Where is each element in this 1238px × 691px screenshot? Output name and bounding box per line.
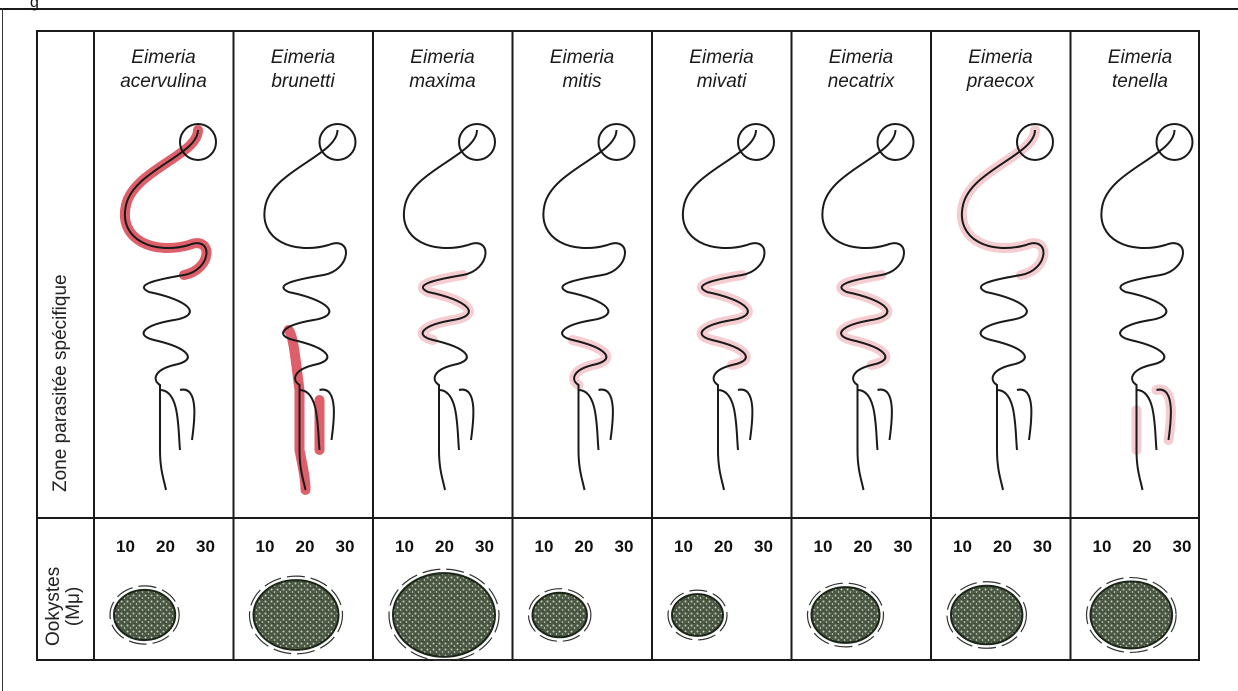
intestine-diagram — [822, 124, 913, 490]
size-scale-tick: 10 — [256, 537, 275, 557]
gizzard-outline — [459, 124, 495, 160]
infection-zone-highlight — [423, 275, 469, 340]
species-genus: Eimeria — [792, 46, 931, 70]
table-frame — [37, 31, 1199, 660]
intestine-diagram — [962, 124, 1053, 490]
heading-fragment: g — [30, 0, 39, 12]
intestine-diagram — [404, 124, 495, 490]
species-genus: Eimeria — [234, 46, 373, 70]
ceca-outline — [718, 390, 752, 450]
oocyst — [672, 594, 723, 636]
size-scale-tick: 20 — [1133, 537, 1152, 557]
oocyst — [812, 587, 880, 643]
species-genus: Eimeria — [1071, 46, 1210, 70]
intestine-diagram — [543, 124, 634, 490]
species-name: necatrix — [792, 70, 931, 94]
size-scale-tick: 10 — [535, 537, 554, 557]
species-name: brunetti — [234, 70, 373, 94]
oocyst — [114, 590, 175, 640]
size-scale-tick: 10 — [814, 537, 833, 557]
gizzard-outline — [738, 124, 774, 160]
ceca-outline — [858, 390, 892, 450]
ceca-outline — [160, 390, 194, 450]
size-scale-tick: 30 — [475, 537, 494, 557]
size-scale-tick: 30 — [894, 537, 913, 557]
figure-canvas — [36, 30, 1200, 661]
ceca-outline — [439, 390, 473, 450]
species-name: mitis — [513, 70, 652, 94]
intestine-outline — [264, 130, 346, 490]
size-scale-tick: 20 — [575, 537, 594, 557]
intestine-outline — [543, 130, 625, 490]
ookystes-label-line2: (Mμ) — [64, 567, 84, 646]
size-scale-tick: 20 — [296, 537, 315, 557]
oocyst — [1091, 582, 1173, 649]
species-genus: Eimeria — [931, 46, 1070, 70]
species-genus: Eimeria — [94, 46, 233, 70]
ceca-outline — [997, 390, 1031, 450]
species-genus: Eimeria — [513, 46, 652, 70]
size-scale-tick: 10 — [953, 537, 972, 557]
size-scale-tick: 10 — [1093, 537, 1112, 557]
size-scale-tick: 30 — [1033, 537, 1052, 557]
oocyst — [254, 580, 339, 650]
infection-zone-highlight — [125, 130, 207, 275]
species-name: mivati — [652, 70, 791, 94]
size-scale-tick: 20 — [156, 537, 175, 557]
top-rule — [0, 8, 1238, 10]
oocyst — [393, 573, 495, 657]
gizzard-outline — [1157, 124, 1193, 160]
left-edge-rule — [2, 8, 3, 691]
species-name: acervulina — [94, 70, 233, 94]
intestine-diagram — [125, 124, 216, 490]
intestine-diagram — [1101, 124, 1192, 490]
species-name: praecox — [931, 70, 1070, 94]
species-genus: Eimeria — [373, 46, 512, 70]
infection-zone-highlight — [962, 130, 1044, 275]
ookystes-row-label: Ookystes (Mμ) — [44, 567, 84, 646]
zone-row-label-text: Zone parasitée spécifique — [50, 274, 72, 492]
ceca-outline — [579, 390, 613, 450]
size-scale-tick: 30 — [615, 537, 634, 557]
size-scale-tick: 30 — [1173, 537, 1192, 557]
species-name: maxima — [373, 70, 512, 94]
species-name: tenella — [1071, 70, 1210, 94]
size-scale-tick: 20 — [993, 537, 1012, 557]
species-genus: Eimeria — [652, 46, 791, 70]
ookystes-label-line1: Ookystes — [44, 567, 64, 646]
oocyst — [533, 593, 587, 638]
oocyst — [951, 586, 1022, 645]
size-scale-tick: 10 — [395, 537, 414, 557]
size-scale-tick: 30 — [336, 537, 355, 557]
size-scale-tick: 20 — [714, 537, 733, 557]
size-scale-tick: 30 — [196, 537, 215, 557]
intestine-diagram — [683, 124, 774, 490]
gizzard-outline — [599, 124, 635, 160]
size-scale-tick: 10 — [116, 537, 135, 557]
size-scale-tick: 20 — [435, 537, 454, 557]
size-scale-tick: 10 — [674, 537, 693, 557]
gizzard-outline — [878, 124, 914, 160]
eimeria-figure: Zone parasitée spécifique Ookystes (Mμ) … — [36, 30, 1200, 661]
intestine-diagram — [264, 124, 355, 490]
gizzard-outline — [320, 124, 356, 160]
zone-row-label: Zone parasitée spécifique — [50, 274, 72, 492]
size-scale-tick: 30 — [754, 537, 773, 557]
size-scale-tick: 20 — [854, 537, 873, 557]
